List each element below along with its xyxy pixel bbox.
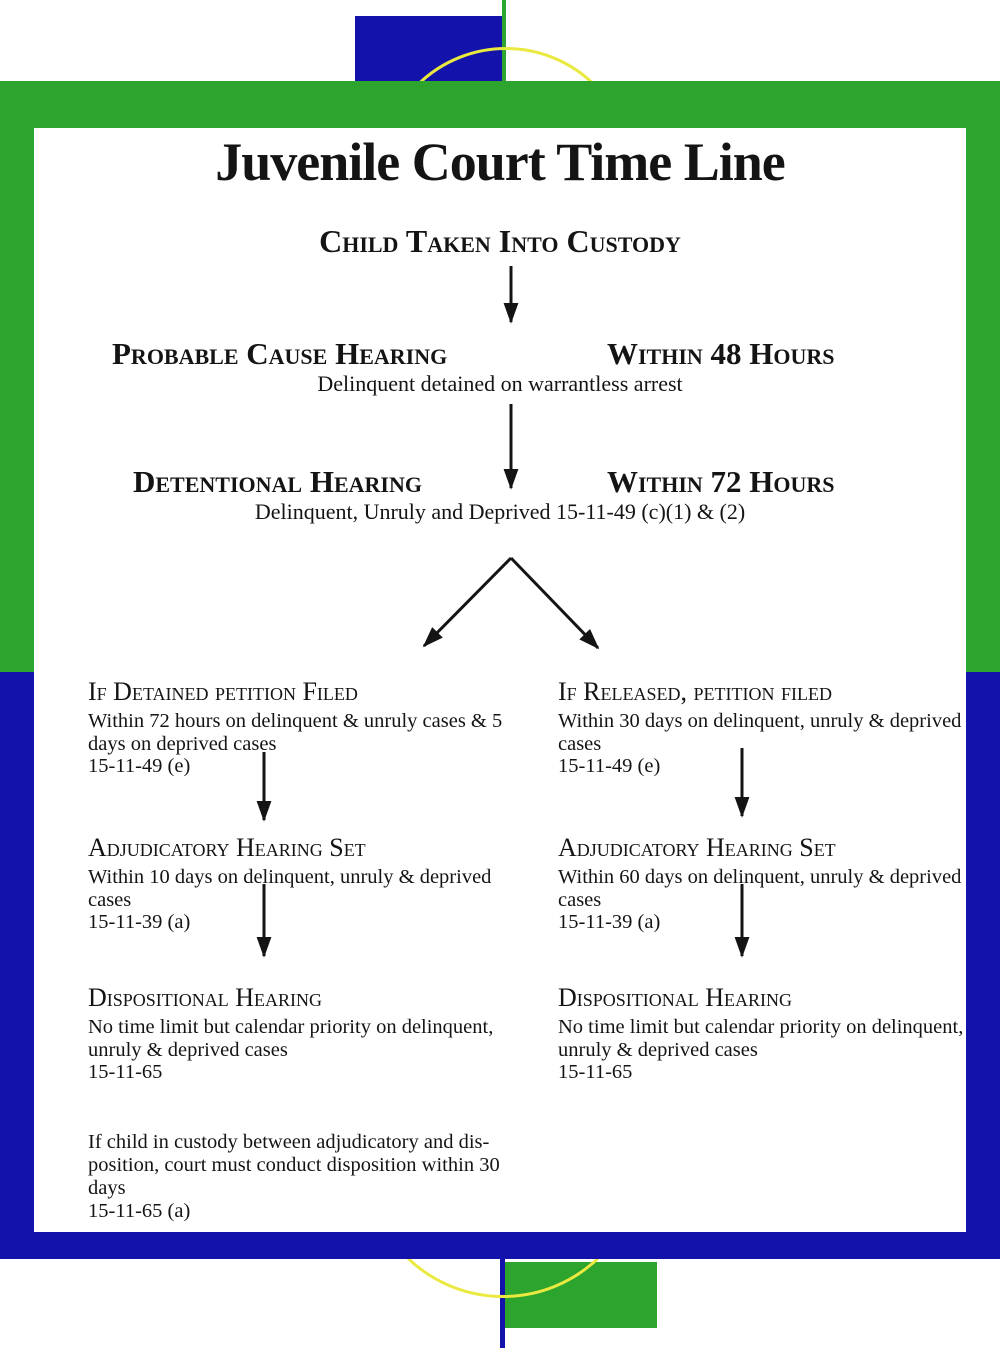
detained-dispositional-details: No time limit but calendar priority on d… xyxy=(88,1016,494,1083)
released-dispositional-details: No time limit but calendar priority on d… xyxy=(558,1016,964,1083)
arrow-split-to-released-branch xyxy=(509,556,600,650)
poster-interior xyxy=(34,128,966,1232)
timing-within-48-hours: Within 48 Hours xyxy=(607,336,835,371)
released-petition-details: Within 30 days on delinquent, unruly & d… xyxy=(558,710,962,777)
node-detentional-hearing: Detentional Hearing xyxy=(133,464,422,499)
detained-adjudicatory-details: Within 10 days on delinquent, unruly & d… xyxy=(88,866,492,933)
frame-right-blue-border xyxy=(966,672,1000,1259)
released-adjudicatory-details: Within 60 days on delinquent, unruly & d… xyxy=(558,866,962,933)
node-released-adjudicatory-hearing-set: Adjudicatory Hearing Set xyxy=(558,833,836,862)
frame-right-green-border xyxy=(966,81,1000,672)
page-title: Juvenile Court Time Line xyxy=(215,132,786,192)
node-probable-cause-hearing: Probable Cause Hearing xyxy=(112,336,448,371)
frame-left-green-border xyxy=(0,81,34,672)
node-detained-dispositional-hearing: Dispositional Hearing xyxy=(88,983,323,1012)
frame-top-green-band xyxy=(0,81,1000,128)
timing-within-72-hours: Within 72 Hours xyxy=(607,464,835,499)
node-released-dispositional-hearing: Dispositional Hearing xyxy=(558,983,793,1012)
detentional-note: Delinquent, Unruly and Deprived 15-11-49… xyxy=(254,499,746,524)
detained-petition-details: Within 72 hours on delinquent & unruly c… xyxy=(88,710,503,777)
node-released-petition-filed: If Released, petition filed xyxy=(558,677,832,706)
top-green-line-decoration xyxy=(502,0,506,81)
bottom-blue-line-decoration xyxy=(500,1259,505,1348)
frame-bottom-blue-band xyxy=(0,1232,1000,1259)
custody-between-hearings-note: If child in custody between adjudicatory… xyxy=(88,1131,500,1222)
node-detained-adjudicatory-hearing-set: Adjudicatory Hearing Set xyxy=(88,833,366,862)
frame-left-blue-border xyxy=(0,672,34,1259)
probable-cause-note: Delinquent detained on warrantless arres… xyxy=(317,371,683,396)
node-child-taken-into-custody: Child Taken Into Custody xyxy=(319,223,681,259)
node-detained-petition-filed: If Detained petition Filed xyxy=(88,677,358,706)
arrow-split-to-detained-branch xyxy=(422,556,513,648)
